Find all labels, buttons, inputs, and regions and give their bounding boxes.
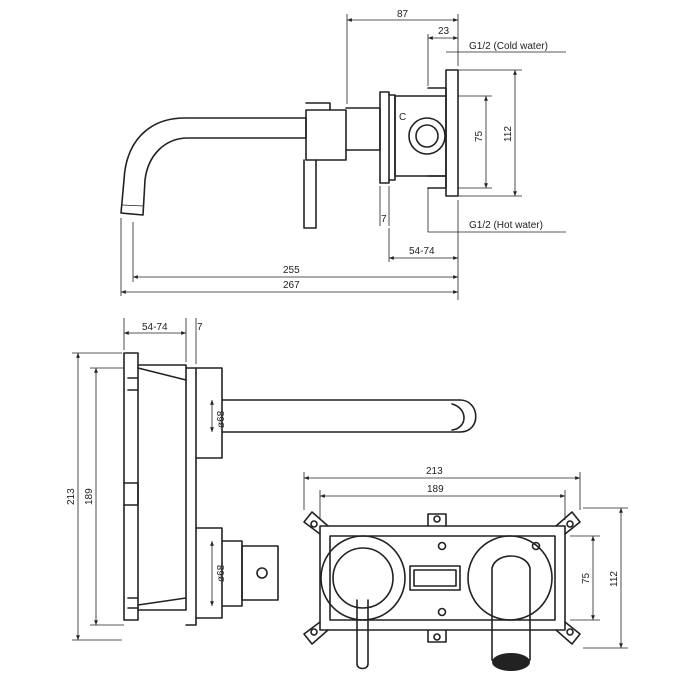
dim-213-top-label: 213 <box>66 488 77 505</box>
diverter-window <box>409 565 461 591</box>
handle-rosette-inner <box>332 547 394 609</box>
dim-75-front-label: 75 <box>581 572 592 584</box>
spout <box>120 117 307 216</box>
handle-lever <box>303 159 317 229</box>
body-collar <box>305 109 347 161</box>
dim-75-label: 75 <box>474 130 485 142</box>
valve-body <box>123 352 139 621</box>
mount-ear-br <box>555 621 581 645</box>
wall-plate <box>345 107 381 151</box>
dim-23-label: 23 <box>438 26 450 37</box>
valve-box <box>388 94 396 181</box>
dim-7-label: 7 <box>381 214 387 225</box>
spout-rosette-outer <box>467 535 553 621</box>
dim-189-top-label: 189 <box>84 488 95 505</box>
dim-87-label: 87 <box>397 9 409 20</box>
handle-lever-front <box>356 599 369 670</box>
cold-water-label: G1/2 (Cold water) <box>469 41 548 52</box>
inlet-inner <box>415 124 439 148</box>
handle-pin <box>256 567 268 579</box>
dim-267-label: 267 <box>283 280 300 291</box>
front-view: 213 189 75 112 <box>303 466 628 671</box>
dim-189-front-label: 189 <box>427 484 444 495</box>
dim-54-74-label: 54-74 <box>409 246 435 257</box>
screw-top <box>437 541 447 551</box>
dim-7-top-label: 7 <box>197 322 203 333</box>
mount-ear-bl <box>303 621 329 645</box>
dim-d68-bottom-label: ø68 <box>216 564 227 582</box>
dim-255-label: 255 <box>283 265 300 276</box>
mount-ear-tr <box>555 511 581 535</box>
hot-water-label: G1/2 (Hot water) <box>469 220 543 231</box>
mount-ear-top <box>427 513 447 527</box>
dim-213-front-label: 213 <box>426 466 443 477</box>
mount-ear-bottom <box>427 629 447 643</box>
inlet-outer <box>408 117 446 155</box>
top-view: 54-74 7 213 189 ø68 ø68 <box>66 318 477 641</box>
dim-54-74-top-label: 54-74 <box>142 322 168 333</box>
cold-mark: C <box>399 112 406 123</box>
cover-plate <box>319 525 566 631</box>
spout-front <box>491 555 531 661</box>
dim-112-front-label: 112 <box>609 571 620 587</box>
dim-d68-top-label: ø68 <box>216 410 227 428</box>
spout-end <box>459 399 477 433</box>
spout-outlet <box>492 653 530 671</box>
handle-rosette-outer <box>320 535 406 621</box>
dim-112-label: 112 <box>503 126 514 142</box>
screw-bottom <box>437 607 447 617</box>
side-view: C 87 23 G1/2 (Cold water) 75 112 7 G1/2 … <box>120 9 566 300</box>
